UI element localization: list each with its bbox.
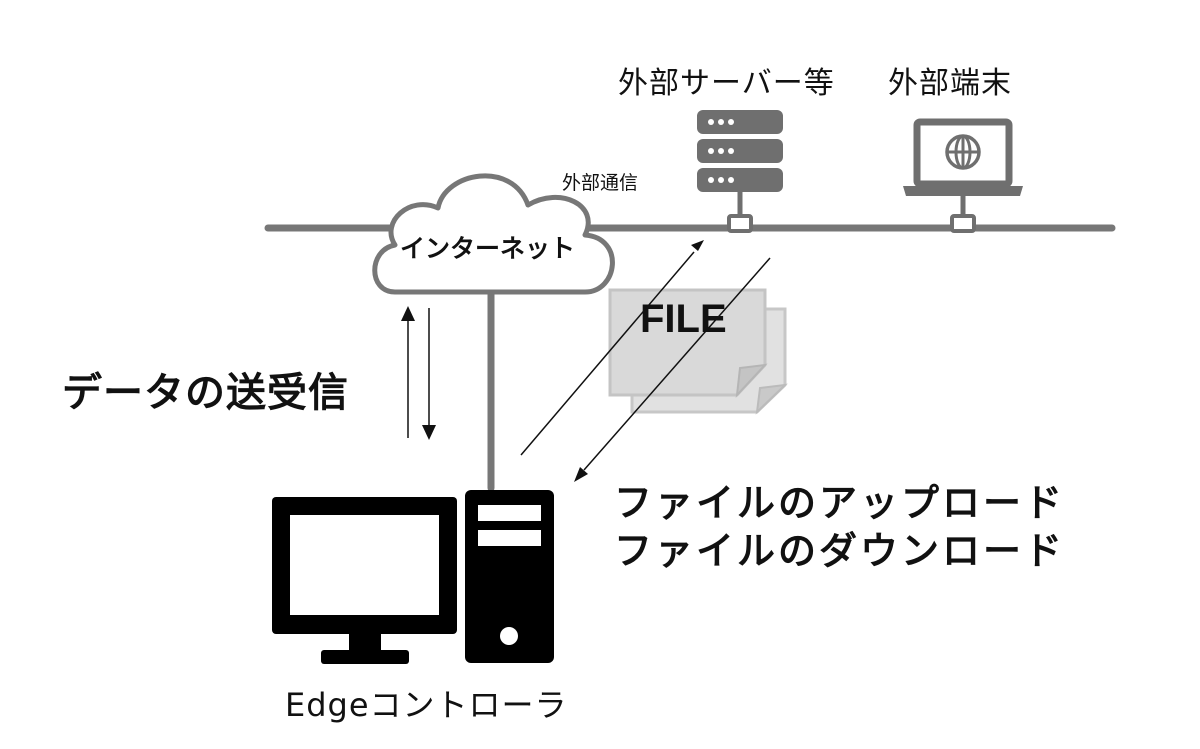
download-arrow bbox=[574, 257, 771, 482]
upload-arrow bbox=[520, 240, 704, 456]
external-communication-label: 外部通信 bbox=[562, 172, 639, 194]
edge-controller-label: Edgeコントローラ bbox=[285, 686, 568, 724]
laptop-globe-icon bbox=[903, 118, 1023, 233]
data-exchange-label: データの送受信 bbox=[62, 370, 349, 416]
desktop-pc-icon bbox=[272, 490, 554, 664]
internet-label: インターネット bbox=[400, 234, 576, 263]
file-label: FILE bbox=[640, 297, 727, 341]
external-terminal-label: 外部端末 bbox=[888, 66, 1012, 101]
file-upload-label: ファイルのアップロード bbox=[614, 481, 1066, 525]
file-document-icon bbox=[608, 288, 788, 415]
external-server-label: 外部サーバー等 bbox=[618, 66, 835, 101]
server-icon bbox=[697, 110, 783, 233]
cloud-icon bbox=[372, 173, 615, 295]
send-up-arrow bbox=[401, 306, 415, 438]
file-download-label: ファイルのダウンロード bbox=[614, 529, 1066, 573]
receive-down-arrow bbox=[422, 308, 436, 440]
